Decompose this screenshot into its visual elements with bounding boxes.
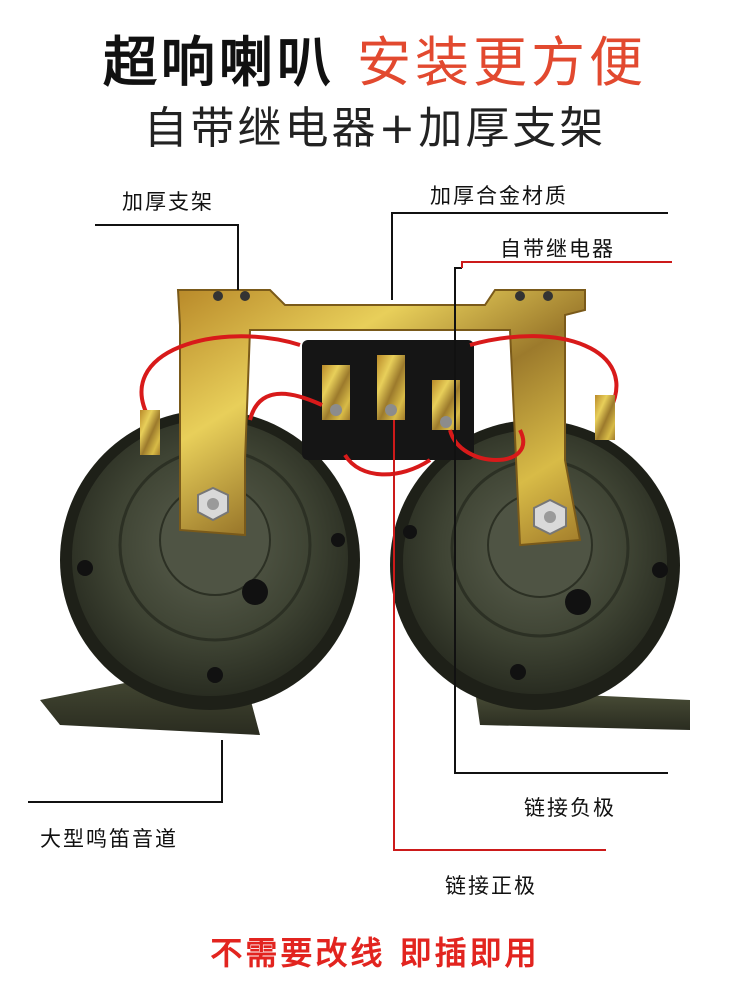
right-screw-right-icon bbox=[652, 562, 668, 578]
leader-relay bbox=[461, 261, 672, 268]
headline-black: 超响喇叭 bbox=[103, 31, 335, 94]
label-positive: 链接正极 bbox=[445, 874, 537, 898]
bracket-hole-icon bbox=[213, 291, 223, 301]
left-horn-plug-icon bbox=[242, 579, 268, 605]
label-alloy: 加厚合金材质 bbox=[430, 184, 568, 208]
right-horn-plug-icon bbox=[565, 589, 591, 615]
terminal-screw-icon bbox=[385, 404, 397, 416]
left-horn bbox=[40, 410, 360, 735]
right-screw-bottom-icon bbox=[510, 664, 526, 680]
leader-positive bbox=[393, 420, 606, 851]
bracket-hole-icon bbox=[515, 291, 525, 301]
left-connector bbox=[140, 410, 160, 455]
terminal-screw-icon bbox=[440, 416, 452, 428]
left-screw-right-icon bbox=[331, 533, 345, 547]
bracket bbox=[176, 289, 586, 547]
headline: 超响喇叭安装更方便 bbox=[0, 18, 750, 97]
bracket-hole-icon bbox=[543, 291, 553, 301]
label-horn-channel: 大型鸣笛音道 bbox=[40, 827, 178, 851]
leader-lines-red bbox=[393, 261, 672, 851]
leader-alloy bbox=[391, 212, 668, 300]
leader-negative bbox=[454, 267, 668, 774]
leader-horn-channel bbox=[28, 740, 223, 803]
bracket-hole-icon bbox=[240, 291, 250, 301]
right-screw-icon bbox=[403, 525, 417, 539]
left-screw-bottom-icon bbox=[207, 667, 223, 683]
headline-red: 安装更方便 bbox=[357, 31, 647, 94]
bolt-icon bbox=[544, 511, 556, 523]
relay bbox=[302, 340, 474, 460]
label-bracket: 加厚支架 bbox=[122, 190, 214, 214]
bolt-icon bbox=[207, 498, 219, 510]
footer-slogan: 不需要改线 即插即用 bbox=[210, 934, 540, 972]
leader-lines bbox=[28, 212, 668, 803]
left-screw-icon bbox=[77, 560, 93, 576]
wires bbox=[139, 334, 619, 477]
leader-bracket bbox=[95, 224, 239, 290]
subheadline: 自带继电器+加厚支架 bbox=[143, 103, 607, 154]
label-relay: 自带继电器 bbox=[500, 237, 615, 261]
terminal-screw-icon bbox=[330, 404, 342, 416]
right-connector bbox=[595, 395, 615, 440]
label-negative: 链接负极 bbox=[524, 796, 616, 820]
